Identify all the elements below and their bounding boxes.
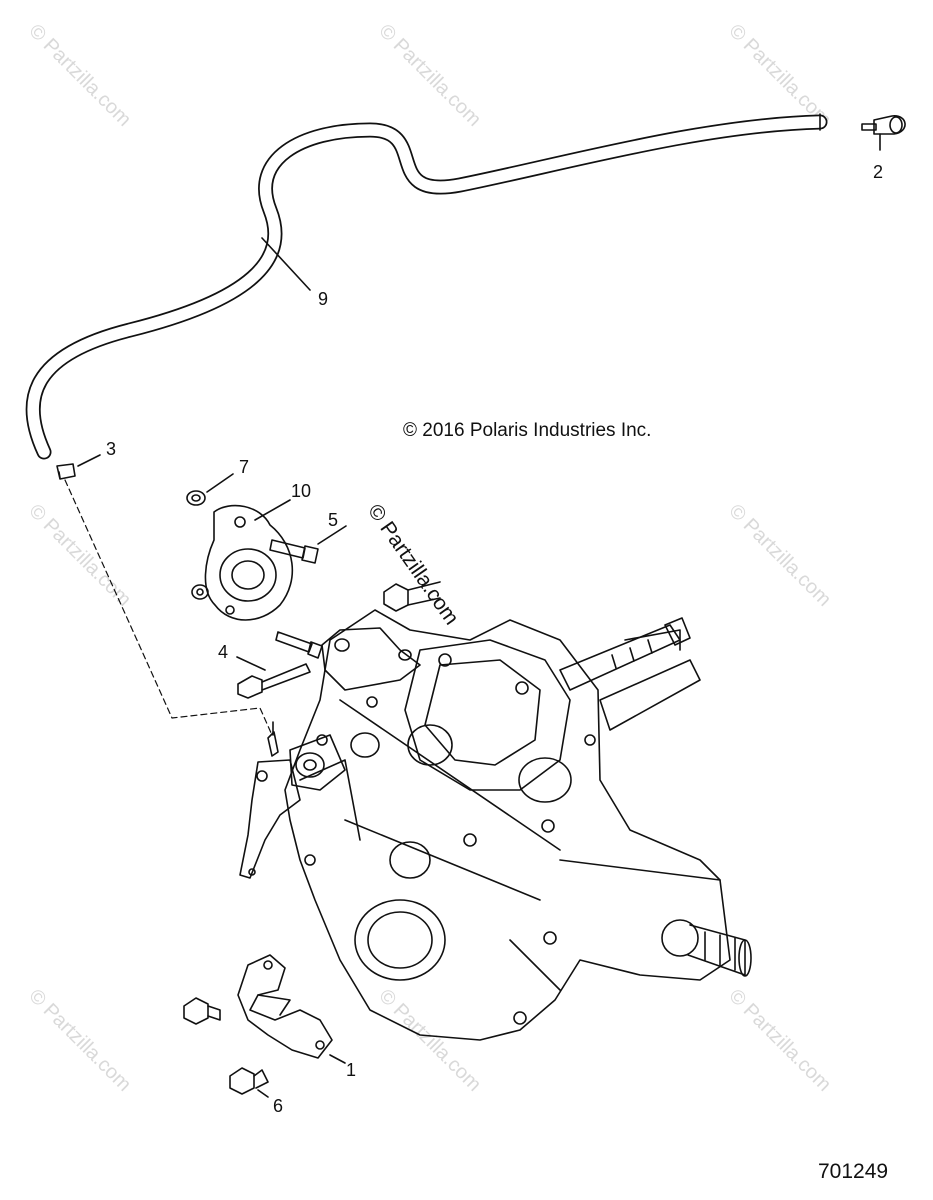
callout-4: 4 <box>218 642 229 662</box>
callout-7: 7 <box>239 457 250 477</box>
shift-bracket <box>239 759 301 879</box>
callout-10: 10 <box>291 481 312 501</box>
gearcase <box>284 609 731 1041</box>
sensor-10 <box>204 504 294 621</box>
callout-5: 5 <box>328 510 339 530</box>
callout-2: 2 <box>873 162 884 182</box>
hose-fitting <box>861 115 906 151</box>
mount-bracket <box>321 627 421 691</box>
bolt-7 <box>186 490 206 506</box>
output-shaft-upper <box>559 617 691 691</box>
output-shaft-lower <box>661 919 752 977</box>
copyright-notice: © 2016 Polaris Industries Inc. <box>403 420 652 441</box>
bolt-5 <box>269 539 319 564</box>
callout-3: 3 <box>106 439 117 459</box>
bolt-4-upper <box>275 631 323 659</box>
bolt-left <box>183 997 221 1025</box>
bracket-1 <box>237 954 333 1059</box>
vent-hose <box>25 114 828 460</box>
figure-number: 701249 <box>818 1160 889 1183</box>
hose-clamp <box>56 463 76 480</box>
plug <box>383 581 441 612</box>
callout-6: 6 <box>273 1096 284 1116</box>
bolt-4-lower <box>237 663 311 699</box>
callout-9: 9 <box>318 289 329 309</box>
bolt-6 <box>229 1067 269 1095</box>
nut <box>191 584 209 600</box>
installed-sensor <box>267 721 346 791</box>
callout-1: 1 <box>346 1060 357 1080</box>
